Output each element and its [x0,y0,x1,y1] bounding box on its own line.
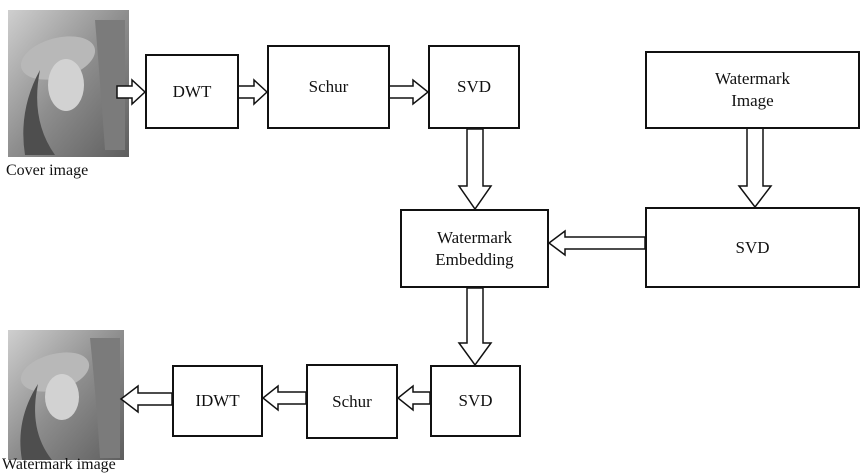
arrow-idwt-to-output [121,386,172,412]
watermark-image-block: Watermark Image [645,51,860,129]
embedding-label-line2: Embedding [435,249,513,271]
svd-block-top: SVD [428,45,520,129]
watermark-image-label-line1: Watermark [715,68,790,90]
arrow-schur-to-svd [389,80,428,104]
arrow-embedding-to-svd-bottom [459,288,491,365]
dwt-block: DWT [145,54,239,129]
arrow-dwt-to-schur [238,80,267,104]
schur-block-top: Schur [267,45,390,129]
schur-bottom-label: Schur [332,391,372,413]
arrow-svd-bottom-to-schur [398,386,430,410]
arrow-watermark-image-to-svd [739,128,771,207]
idwt-block: IDWT [172,365,263,437]
dwt-label: DWT [173,81,212,103]
arrow-schur-to-idwt [263,386,306,410]
watermark-embedding-block: Watermark Embedding [400,209,549,288]
idwt-label: IDWT [195,390,239,412]
svd-block-right: SVD [645,207,860,288]
svd-bottom-label: SVD [458,390,492,412]
watermarked-image-thumbnail [8,330,124,460]
cover-image-caption: Cover image [6,162,88,180]
watermark-image-label-line2: Image [731,90,773,112]
svd-top-label: SVD [457,76,491,98]
schur-block-bottom: Schur [306,364,398,439]
cover-image-thumbnail [8,10,129,157]
embedding-label-line1: Watermark [437,227,512,249]
svd-right-label: SVD [735,237,769,259]
arrow-svd-top-to-embedding [459,129,491,209]
arrow-svd-right-to-embedding [549,231,645,255]
watermarked-image-caption: Watermark image [2,456,116,474]
schur-top-label: Schur [309,76,349,98]
svd-block-bottom: SVD [430,365,521,437]
